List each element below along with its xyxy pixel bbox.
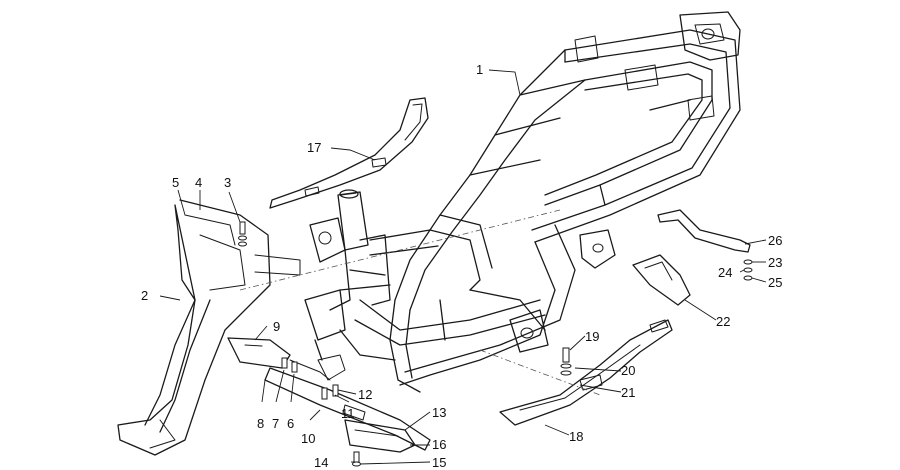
callout-6: 6 — [287, 416, 294, 431]
part-26-brace — [657, 209, 751, 253]
callout-8: 8 — [257, 416, 264, 431]
callout-9: 9 — [273, 319, 280, 334]
part-22-plate — [632, 254, 691, 306]
callout-labels: 1 2 3 4 5 6 7 8 9 10 11 12 13 14 15 16 1… — [141, 62, 782, 470]
callout-17: 17 — [307, 140, 321, 155]
callout-2: 2 — [141, 288, 148, 303]
callout-21: 21 — [621, 385, 635, 400]
callout-25: 25 — [768, 275, 782, 290]
callout-23: 23 — [768, 255, 782, 270]
callout-10: 10 — [301, 431, 315, 446]
callout-13: 13 — [432, 405, 446, 420]
callout-15: 15 — [432, 455, 446, 470]
callout-14: 14 — [314, 455, 328, 470]
main-frame — [304, 11, 741, 393]
callout-18: 18 — [569, 429, 583, 444]
callout-5: 5 — [172, 175, 179, 190]
part-18-21-rail — [479, 319, 673, 426]
part-9-10-plate — [227, 337, 431, 451]
callout-4: 4 — [195, 175, 202, 190]
callout-12: 12 — [358, 387, 372, 402]
callout-7: 7 — [272, 416, 279, 431]
callout-3: 3 — [224, 175, 231, 190]
callout-20: 20 — [621, 363, 635, 378]
hardware — [238, 221, 753, 467]
callout-26: 26 — [768, 233, 782, 248]
callout-11: 11 — [341, 406, 355, 421]
callout-24: 24 — [718, 265, 732, 280]
callout-1: 1 — [476, 62, 483, 77]
callout-19: 19 — [585, 329, 599, 344]
callout-22: 22 — [716, 314, 730, 329]
callout-16: 16 — [432, 437, 446, 452]
part-2-support-arm — [117, 199, 561, 456]
leader-lines — [159, 69, 767, 465]
part-17-bracket — [269, 97, 429, 209]
part-13-16-bracket — [344, 419, 416, 453]
